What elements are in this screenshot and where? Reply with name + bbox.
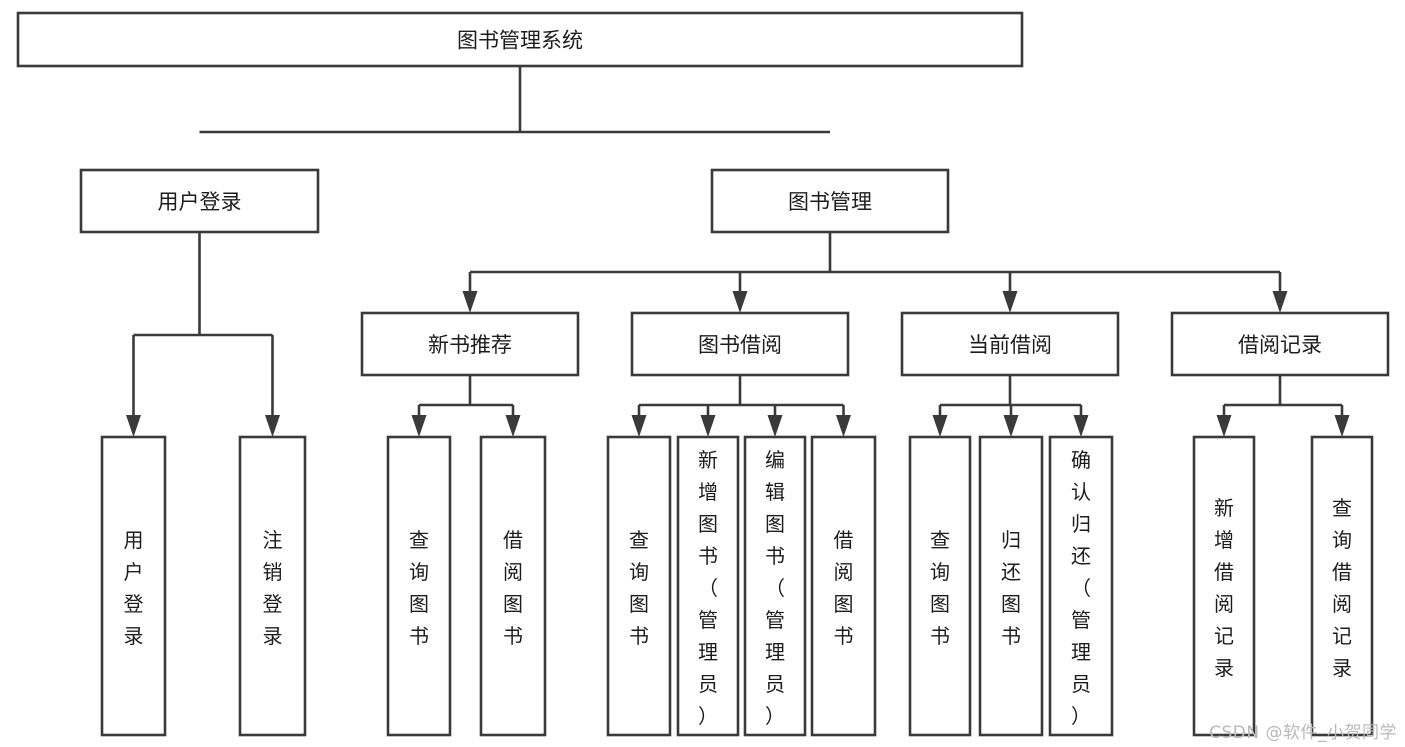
- node-leaf-query-book-1-shape: [386, 435, 452, 737]
- node-leaf-return-book-shape: [978, 435, 1044, 737]
- node-leaf-query-book-3-label: 查询图书: [930, 528, 950, 648]
- node-book-borrow-label: 图书借阅: [698, 333, 782, 357]
- node-leaf-user-login-label: 用户登录: [124, 528, 144, 648]
- level3-branch-0-arrowhead: [462, 291, 478, 313]
- new-book-recommend-leaf-0-arrowhead: [411, 415, 427, 437]
- level3-branch-3-arrowhead: [1272, 291, 1288, 313]
- node-leaf-query-book-3-shape: [908, 435, 972, 737]
- node-root[interactable]: 图书管理系统: [16, 11, 1024, 68]
- current-borrow-leaf-0-arrowhead: [932, 415, 948, 437]
- node-leaf-query-record-label: 查询借阅记录: [1332, 496, 1352, 680]
- node-leaf-user-login-shape: [100, 435, 167, 737]
- node-leaf-borrow-book-2[interactable]: 借阅图书: [810, 435, 877, 737]
- connector-layer: [126, 66, 1350, 437]
- node-borrow-record-shape: [1170, 311, 1390, 377]
- node-leaf-confirm-return-shape: [1048, 435, 1114, 737]
- user-login-leaf-0-arrowhead: [126, 415, 141, 437]
- node-borrow-record[interactable]: 借阅记录: [1170, 311, 1390, 377]
- node-leaf-add-record-label: 新增借阅记录: [1214, 496, 1234, 680]
- node-leaf-add-record-shape: [1192, 435, 1256, 737]
- node-new-book-recommend[interactable]: 新书推荐: [360, 311, 580, 377]
- node-leaf-query-record[interactable]: 查询借阅记录: [1310, 435, 1374, 737]
- node-leaf-user-login[interactable]: 用户登录: [100, 435, 167, 737]
- node-book-management-shape: [710, 168, 950, 234]
- level3-branch-1-arrowhead: [732, 291, 748, 313]
- node-leaf-borrow-book-2-label: 借阅图书: [834, 528, 854, 648]
- node-book-borrow-shape: [630, 311, 850, 377]
- node-leaf-user-logout-label: 注销登录: [263, 528, 283, 648]
- node-leaf-user-logout-shape: [238, 435, 307, 737]
- node-leaf-user-logout[interactable]: 注销登录: [238, 435, 307, 737]
- node-leaf-query-book-1-label: 查询图书: [409, 528, 429, 648]
- node-user-login-shape: [79, 168, 320, 234]
- node-leaf-query-book-2[interactable]: 查询图书: [606, 435, 672, 737]
- borrow-record-leaf-0-arrowhead: [1216, 415, 1232, 437]
- node-root-shape: [16, 11, 1024, 68]
- node-new-book-recommend-label: 新书推荐: [428, 333, 512, 357]
- book-borrow-leaf-0-arrowhead: [631, 415, 647, 437]
- node-book-management-label: 图书管理: [788, 190, 872, 214]
- node-leaf-query-book-2-shape: [606, 435, 672, 737]
- node-leaf-add-book-label: 新增图书（管理员）: [698, 448, 718, 728]
- node-user-login-label: 用户登录: [158, 190, 242, 214]
- node-leaf-edit-book-label: 编辑图书（管理员）: [765, 448, 785, 728]
- current-borrow-leaf-1-arrowhead: [1003, 415, 1019, 437]
- node-book-management[interactable]: 图书管理: [710, 168, 950, 234]
- node-leaf-confirm-return-label: 确认归还（管理员）: [1071, 448, 1091, 728]
- node-borrow-record-label: 借阅记录: [1238, 333, 1322, 357]
- node-leaf-add-book-shape: [676, 435, 740, 737]
- new-book-recommend-leaf-1-arrowhead: [505, 415, 521, 437]
- book-borrow-leaf-3-arrowhead: [836, 415, 851, 437]
- node-leaf-borrow-book-2-shape: [810, 435, 877, 737]
- node-leaf-add-record[interactable]: 新增借阅记录: [1192, 435, 1256, 737]
- node-root-label: 图书管理系统: [457, 29, 583, 53]
- user-login-leaf-1-arrowhead: [265, 415, 280, 437]
- node-current-borrow-shape: [900, 311, 1120, 377]
- node-leaf-return-book[interactable]: 归还图书: [978, 435, 1044, 737]
- node-current-borrow[interactable]: 当前借阅: [900, 311, 1120, 377]
- node-leaf-return-book-label: 归还图书: [1001, 528, 1021, 648]
- node-leaf-borrow-book-1-shape: [479, 435, 547, 737]
- csdn-watermark: CSDN @软件_小贺同学: [1209, 723, 1397, 743]
- node-current-borrow-label: 当前借阅: [968, 333, 1052, 357]
- node-leaf-query-record-shape: [1310, 435, 1374, 737]
- node-leaf-query-book-2-label: 查询图书: [629, 528, 649, 648]
- node-leaf-confirm-return[interactable]: 确认归还（管理员）: [1048, 435, 1114, 737]
- node-leaf-query-book-3[interactable]: 查询图书: [908, 435, 972, 737]
- node-book-borrow[interactable]: 图书借阅: [630, 311, 850, 377]
- node-leaf-borrow-book-1-label: 借阅图书: [503, 528, 523, 648]
- node-leaf-query-book-1[interactable]: 查询图书: [386, 435, 452, 737]
- node-leaf-edit-book-shape: [743, 435, 807, 737]
- book-borrow-leaf-1-arrowhead: [700, 415, 716, 437]
- node-leaf-edit-book[interactable]: 编辑图书（管理员）: [743, 435, 807, 737]
- borrow-record-leaf-1-arrowhead: [1334, 415, 1350, 437]
- level3-branch-2-arrowhead: [1002, 291, 1018, 313]
- current-borrow-leaf-2-arrowhead: [1073, 415, 1089, 437]
- node-new-book-recommend-shape: [360, 311, 580, 377]
- book-borrow-leaf-2-arrowhead: [767, 415, 783, 437]
- node-user-login[interactable]: 用户登录: [79, 168, 320, 234]
- node-leaf-add-book[interactable]: 新增图书（管理员）: [676, 435, 740, 737]
- node-leaf-borrow-book-1[interactable]: 借阅图书: [479, 435, 547, 737]
- node-layer: 图书管理系统用户登录图书管理新书推荐图书借阅当前借阅借阅记录用户登录注销登录查询…: [16, 11, 1390, 737]
